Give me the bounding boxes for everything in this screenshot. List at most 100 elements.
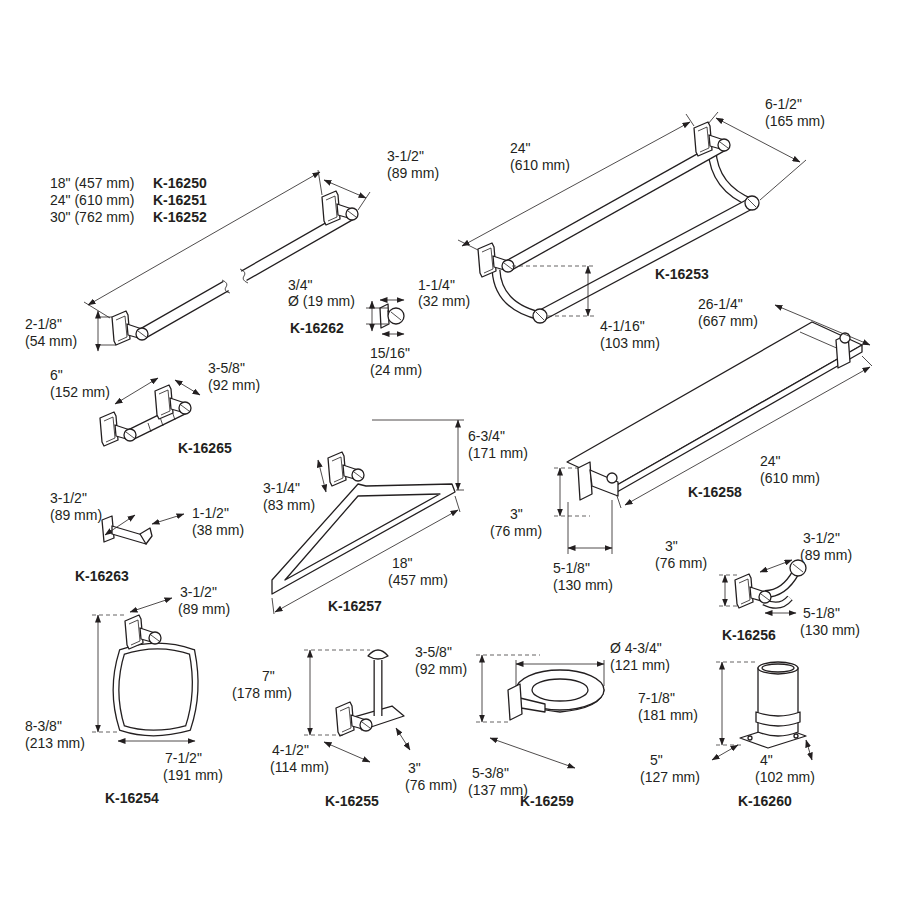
glass-shelf-part bbox=[617, 496, 621, 508]
glass-shelf-part bbox=[554, 516, 590, 517]
dimension-label: (24 mm) bbox=[370, 362, 422, 378]
double-towel-bar-part bbox=[512, 266, 594, 267]
towel-hanger-part bbox=[275, 510, 458, 612]
double-towel-bar-part bbox=[533, 309, 547, 323]
towel-ring-part bbox=[92, 732, 120, 733]
double-towel-bar-part bbox=[712, 150, 752, 203]
dimension-label: 24" (610 mm) bbox=[50, 192, 134, 208]
dimension-label: (152 mm) bbox=[50, 384, 110, 400]
tumbler-holder-part bbox=[806, 740, 812, 760]
model-number: K-16260 bbox=[738, 793, 792, 809]
soap-dish-part bbox=[490, 738, 575, 768]
dimension-label: (165 mm) bbox=[765, 113, 825, 129]
double-towel-bar-part bbox=[478, 243, 514, 277]
double-towel-bar-part bbox=[462, 122, 690, 246]
double-towel-bar-part bbox=[496, 270, 540, 316]
dimension-label: (667 mm) bbox=[698, 313, 758, 329]
towel-hanger-part bbox=[456, 490, 464, 491]
dimension-label: 6-1/2" bbox=[765, 96, 802, 112]
dimension-label: 8-3/8" bbox=[25, 718, 62, 734]
towel-bar-part bbox=[358, 192, 370, 210]
towel-ring-part bbox=[98, 615, 99, 732]
dimension-label: 3-1/2" bbox=[50, 490, 87, 506]
dimension-label: (89 mm) bbox=[178, 601, 230, 617]
dimension-label: (92 mm) bbox=[208, 377, 260, 393]
dimension-label: (610 mm) bbox=[760, 470, 820, 486]
soap-dish-part bbox=[476, 722, 508, 723]
double-towel-bar-part bbox=[548, 316, 594, 317]
model-number: K-16250 bbox=[153, 175, 207, 191]
dimension-label: 3-5/8" bbox=[208, 360, 245, 376]
robe-hook-part bbox=[725, 575, 726, 606]
dimension-label: 3-5/8" bbox=[415, 644, 452, 660]
upright-paper-holder-part bbox=[368, 650, 388, 659]
tumbler-holder-part bbox=[758, 662, 798, 674]
towel-bar-part bbox=[322, 191, 358, 225]
robe-hook-part bbox=[719, 606, 740, 607]
robe-hook-part bbox=[735, 574, 771, 608]
paper-holder bbox=[100, 378, 200, 446]
double-towel-bar-part bbox=[540, 203, 752, 316]
tumbler-holder-part bbox=[748, 736, 752, 740]
dimension-label: 1-1/2" bbox=[192, 505, 229, 521]
tumbler-holder-part bbox=[762, 664, 794, 672]
towel-bar-part bbox=[318, 170, 322, 195]
towel-hanger-part bbox=[458, 420, 459, 490]
paper-holder-part bbox=[100, 412, 136, 446]
dimension-label: (38 mm) bbox=[192, 522, 244, 538]
soap-dish-part bbox=[520, 698, 545, 712]
upright-paper-holder-part bbox=[310, 650, 311, 735]
model-number: K-16262 bbox=[290, 320, 344, 336]
dimension-label: (102 mm) bbox=[755, 769, 815, 785]
towel-bar-part bbox=[222, 269, 248, 293]
dimension-label: Ø (19 mm) bbox=[288, 293, 355, 309]
upright-paper-holder-part bbox=[374, 660, 383, 716]
robe-hook-part bbox=[765, 572, 796, 594]
dimension-label: 18" bbox=[392, 555, 413, 571]
dimension-label: (457 mm) bbox=[388, 572, 448, 588]
glass-shelf-part bbox=[625, 367, 870, 505]
dimension-label: 4" bbox=[760, 752, 773, 768]
glass-shelf-part bbox=[617, 345, 862, 492]
knob-part bbox=[366, 308, 388, 309]
towel-ring bbox=[92, 598, 195, 741]
model-number: K-16258 bbox=[688, 484, 742, 500]
robe-hook-part bbox=[793, 564, 803, 572]
dimension-label: (137 mm) bbox=[468, 782, 528, 798]
dimension-label: (76 mm) bbox=[405, 777, 457, 793]
small-hook-part bbox=[105, 515, 135, 535]
double-towel-bar-part bbox=[712, 150, 752, 203]
double-towel-bar-part bbox=[508, 145, 724, 266]
towel-bar-part bbox=[142, 214, 352, 334]
model-number: K-16253 bbox=[655, 266, 709, 282]
dimension-label: 4-1/16" bbox=[600, 318, 645, 334]
double-towel-bar-part bbox=[508, 145, 724, 266]
dimension-label: 4-1/2" bbox=[272, 742, 309, 758]
dimension-label: (127 mm) bbox=[640, 769, 700, 785]
dimension-label: (171 mm) bbox=[468, 445, 528, 461]
robe-hook-part bbox=[719, 575, 738, 576]
tumbler-holder-part bbox=[722, 662, 723, 745]
double-towel-bar-part bbox=[458, 240, 478, 250]
dimension-label: 5-1/8" bbox=[553, 560, 590, 576]
tumbler-holder-part bbox=[794, 734, 798, 738]
model-number: K-16252 bbox=[153, 209, 207, 225]
towel-bar-part bbox=[88, 172, 320, 305]
double-towel-bar-part bbox=[760, 160, 806, 200]
model-number: K-16263 bbox=[75, 568, 129, 584]
dimension-label: 7-1/8" bbox=[638, 690, 675, 706]
towel-hanger-part bbox=[328, 452, 364, 486]
double-towel-bar-part bbox=[748, 199, 756, 207]
dimension-label: 6-3/4" bbox=[468, 428, 505, 444]
soap-dish bbox=[476, 655, 604, 768]
paper-holder-part bbox=[115, 378, 158, 404]
paper-holder-part bbox=[175, 380, 200, 395]
towel-ring-part bbox=[118, 741, 195, 742]
dimension-label: (103 mm) bbox=[600, 335, 660, 351]
towel-ring-part bbox=[116, 646, 195, 733]
towel-bar-part bbox=[112, 311, 148, 345]
dimension-label: (114 mm) bbox=[270, 759, 329, 775]
towel-hanger-part bbox=[372, 420, 464, 421]
soap-dish-part bbox=[508, 684, 522, 720]
